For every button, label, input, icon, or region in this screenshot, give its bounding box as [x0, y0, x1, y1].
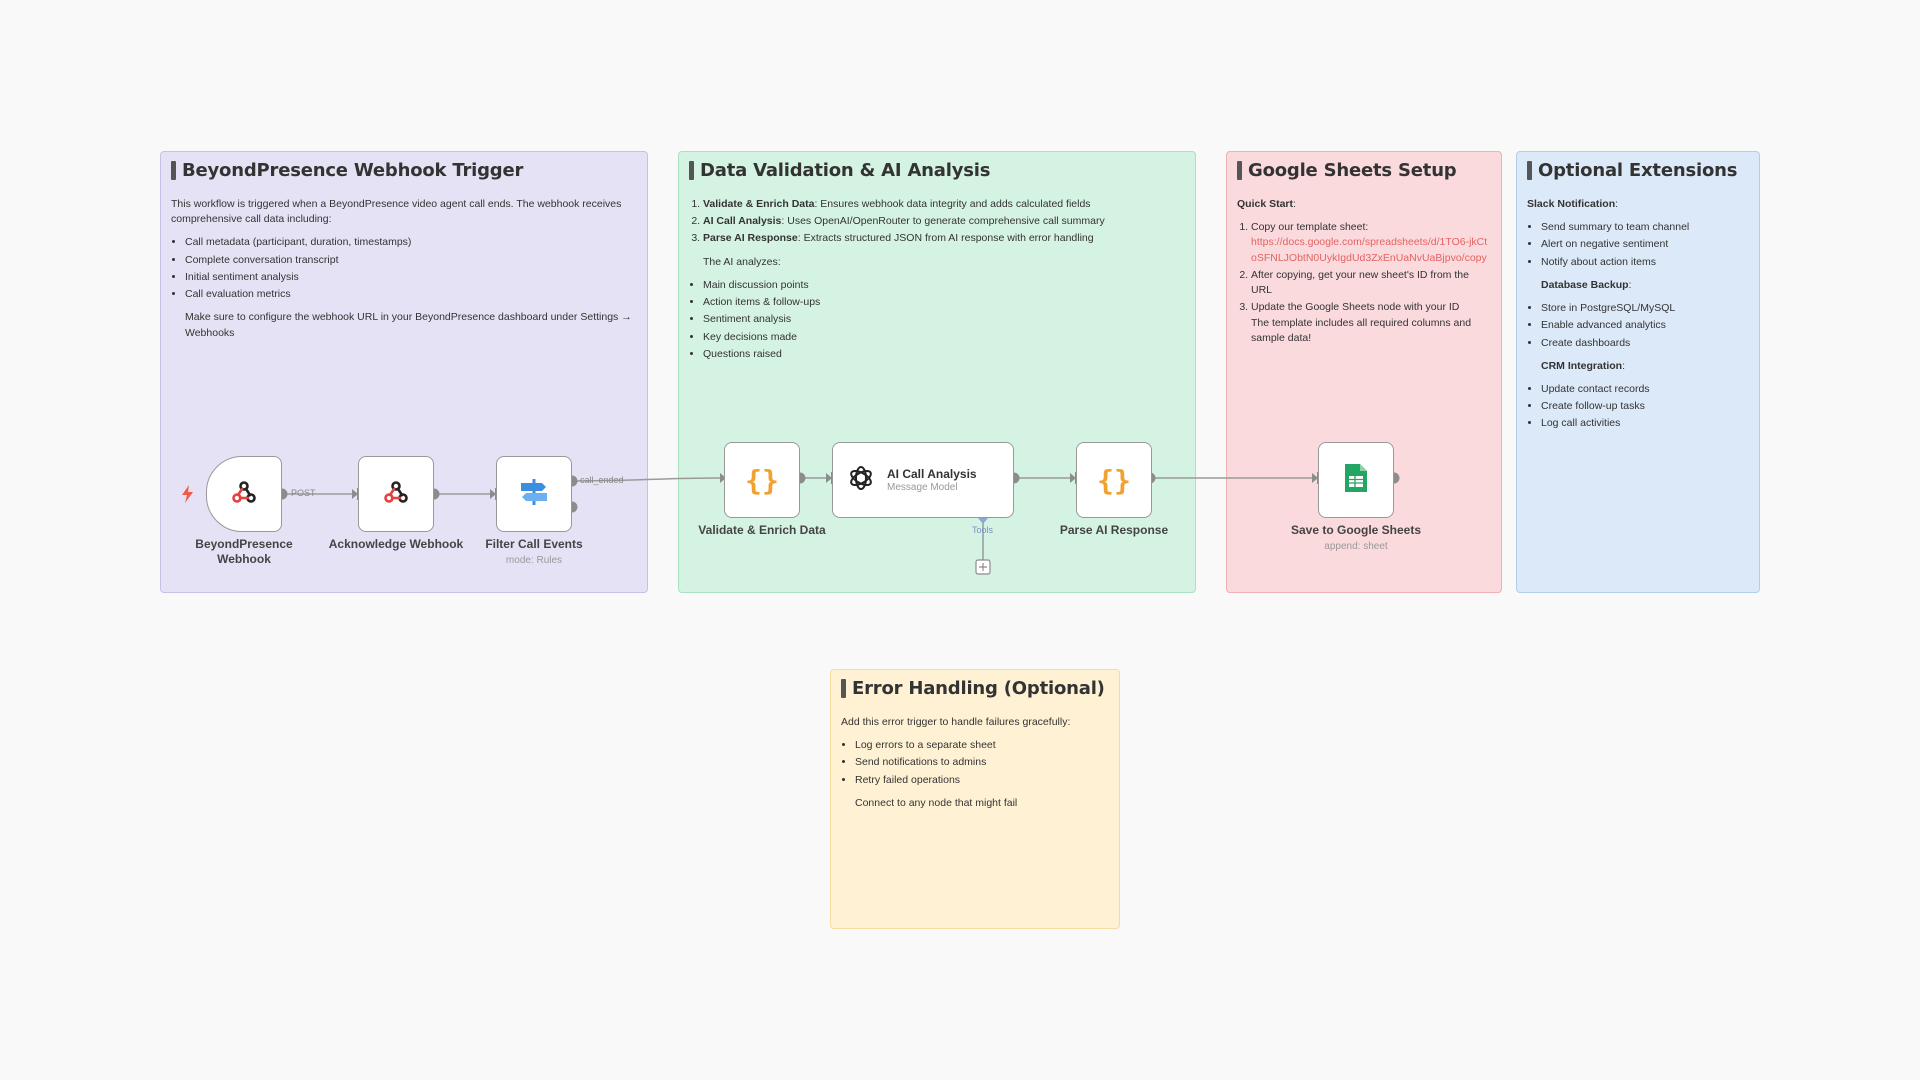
node-ai-call-analysis[interactable]: AI Call Analysis Message Model [832, 442, 1014, 518]
list-item: Key decisions made [703, 330, 1185, 345]
heading-bar [689, 161, 694, 180]
sticky-note-sheets[interactable]: Google Sheets Setup Quick Start: Copy ou… [1226, 151, 1502, 593]
list-item: Notify about action items [1541, 255, 1749, 270]
sticky-note-errors[interactable]: Error Handling (Optional) Add this error… [830, 669, 1120, 929]
list-item: Parse AI Response: Extracts structured J… [703, 231, 1185, 246]
list-item: Create dashboards [1541, 336, 1749, 351]
node-subtitle: mode: Rules [505, 555, 563, 566]
heading-bar [841, 679, 846, 698]
node-filter-call-events[interactable] [496, 456, 572, 532]
edge-label-post: POST [291, 488, 316, 498]
trigger-bolt-icon [180, 484, 196, 504]
sticky-title: Optional Extensions [1527, 160, 1749, 181]
list-item: Action items & follow-ups [703, 295, 1185, 310]
trigger-list: Call metadata (participant, duration, ti… [171, 235, 637, 302]
sticky-note-text: Make sure to configure the webhook URL i… [185, 311, 632, 339]
sticky-intro: Add this error trigger to handle failure… [841, 716, 1071, 728]
sticky-note-validation[interactable]: Data Validation & AI Analysis Validate &… [678, 151, 1196, 593]
node-label: Parse AI Response [1059, 523, 1169, 537]
list-item: Send summary to team channel [1541, 220, 1749, 235]
edge-label-call-ended: call_ended [580, 475, 624, 485]
tools-label: Tools [972, 525, 994, 535]
list-item: Create follow-up tasks [1541, 399, 1749, 414]
node-subtitle: Message Model [887, 482, 958, 494]
list-item: Validate & Enrich Data: Ensures webhook … [703, 197, 1185, 212]
heading-bar [1527, 161, 1532, 180]
list-item: Call evaluation metrics [185, 287, 637, 302]
sticky-intro: This workflow is triggered when a Beyond… [171, 198, 622, 226]
group-label: CRM Integration [1541, 359, 1623, 372]
analyzes-label: The AI analyzes: [703, 255, 781, 268]
list-item: Retry failed operations [855, 773, 1109, 788]
sticky-title: Data Validation & AI Analysis [689, 160, 1185, 181]
node-title: AI Call Analysis [887, 466, 977, 481]
node-save-to-google-sheets[interactable] [1318, 442, 1394, 518]
node-label: Validate & Enrich Data [698, 523, 826, 537]
node-label: BeyondPresence Webhook [195, 537, 293, 566]
sticky-note-text: Connect to any node that might fail [855, 796, 1018, 809]
sticky-title: BeyondPresence Webhook Trigger [171, 160, 637, 181]
analyzes-list: Main discussion points Action items & fo… [689, 278, 1185, 362]
node-label: Save to Google Sheets [1290, 523, 1422, 537]
group-label: Database Backup [1541, 278, 1629, 291]
code-icon: {} [1097, 463, 1131, 497]
list-item: Log call activities [1541, 416, 1749, 431]
openai-icon [845, 462, 877, 499]
list-item: Sentiment analysis [703, 312, 1185, 327]
list-item: Call metadata (participant, duration, ti… [185, 235, 637, 250]
code-icon: {} [745, 463, 779, 497]
heading-bar [171, 161, 176, 180]
heading-bar [1237, 161, 1242, 180]
webhook-icon [229, 477, 259, 512]
list-item: Initial sentiment analysis [185, 270, 637, 285]
node-label: Filter Call Events [485, 537, 583, 551]
webhook-icon [381, 477, 411, 512]
list-item: Copy our template sheet: https://docs.go… [1251, 220, 1491, 266]
group-label: Slack Notification [1527, 198, 1616, 210]
list-item: Enable advanced analytics [1541, 318, 1749, 333]
list-item: AI Call Analysis: Uses OpenAI/OpenRouter… [703, 214, 1185, 229]
list-item: Log errors to a separate sheet [855, 738, 1109, 753]
node-beyondpresence-webhook[interactable] [206, 456, 282, 532]
list-item: Update contact records [1541, 382, 1749, 397]
validation-steps: Validate & Enrich Data: Ensures webhook … [689, 197, 1185, 247]
list-item: After copying, get your new sheet's ID f… [1251, 268, 1491, 298]
sticky-title: Google Sheets Setup [1237, 160, 1491, 181]
sticky-note-extensions[interactable]: Optional Extensions Slack Notification: … [1516, 151, 1760, 593]
list-item: Complete conversation transcript [185, 253, 637, 268]
sheets-steps: Copy our template sheet: https://docs.go… [1237, 220, 1491, 346]
sticky-title: Error Handling (Optional) [841, 678, 1109, 699]
list-item: Send notifications to admins [855, 755, 1109, 770]
list-item: Update the Google Sheets node with your … [1251, 300, 1491, 346]
node-validate-enrich-data[interactable]: {} [724, 442, 800, 518]
template-link[interactable]: https://docs.google.com/spreadsheets/d/1… [1251, 236, 1488, 264]
node-parse-ai-response[interactable]: {} [1076, 442, 1152, 518]
list-item: Store in PostgreSQL/MySQL [1541, 301, 1749, 316]
list-item: Questions raised [703, 347, 1185, 362]
quick-start-label: Quick Start [1237, 198, 1294, 210]
node-subtitle: append: sheet [1324, 541, 1388, 552]
filter-icon [518, 476, 550, 513]
google-sheets-icon [1343, 462, 1369, 499]
node-acknowledge-webhook[interactable] [358, 456, 434, 532]
list-item: Alert on negative sentiment [1541, 237, 1749, 252]
node-label: Acknowledge Webhook [328, 537, 464, 551]
list-item: Main discussion points [703, 278, 1185, 293]
